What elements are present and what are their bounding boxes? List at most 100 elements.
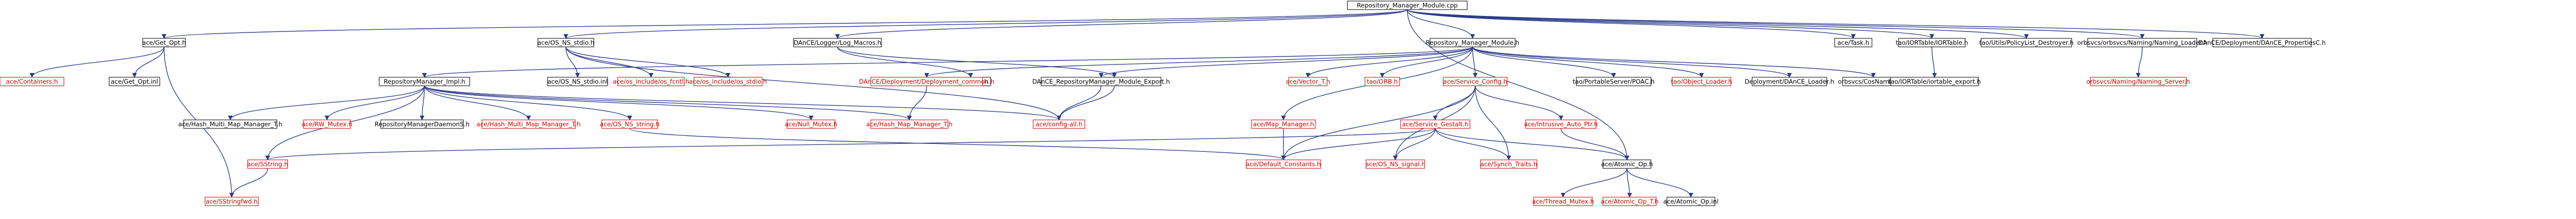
node-box[interactable] xyxy=(1246,159,1321,169)
node-stdio[interactable]: ace/os_include/os_stdio.h xyxy=(689,77,767,86)
node-properties[interactable]: DAnCE/Deployment/DAnCE_PropertiesC.h xyxy=(2198,38,2326,47)
node-box[interactable] xyxy=(1400,119,1470,129)
node-atomic_op_inl[interactable]: ace/Atomic_Op.inl xyxy=(1663,197,1719,206)
node-config_all[interactable]: ace/config-all.h xyxy=(1033,119,1085,129)
node-atomic_op[interactable]: ace/Atomic_Op.h xyxy=(1601,159,1653,169)
node-box[interactable] xyxy=(1480,159,1538,169)
node-atomic_op_t[interactable]: ace/Atomic_Op_T.h xyxy=(1601,197,1659,206)
node-label: RepositoryManager_Impl.h xyxy=(383,78,465,85)
node-box[interactable] xyxy=(1041,77,1162,86)
node-box[interactable] xyxy=(693,77,763,86)
node-box[interactable] xyxy=(1890,77,1979,86)
node-daemon[interactable]: RepositoryManagerDaemonS.h xyxy=(374,119,470,129)
node-box[interactable] xyxy=(1672,77,1731,86)
node-box[interactable] xyxy=(142,38,186,47)
node-label: tao/Utils/PolicyList_Destroyer.h xyxy=(1979,39,2073,46)
node-ace_task[interactable]: ace/Task.h xyxy=(1834,38,1872,47)
node-repo_module_h[interactable]: Repository_Manager_Module.h xyxy=(1426,38,1519,47)
node-box[interactable] xyxy=(379,77,470,86)
node-label: ace/os_include/os_fcntl.h xyxy=(613,78,690,85)
node-label: DAnCE/Deployment/DAnCE_PropertiesC.h xyxy=(2198,39,2326,46)
node-hash_map_mgr_red[interactable]: ace/Hash_Multi_Map_Manager_T.h xyxy=(477,119,581,129)
node-deployment_common[interactable]: DAnCE/Deployment/Deployment_common.h xyxy=(859,77,994,86)
node-synch_traits[interactable]: ace/Synch_Traits.h xyxy=(1480,159,1538,169)
node-box[interactable] xyxy=(1666,197,1715,206)
edge-logger_export-to-config_all xyxy=(1056,85,1115,120)
node-thread_mutex[interactable]: ace/Thread_Mutex.h xyxy=(1532,197,1594,206)
node-box[interactable] xyxy=(2090,77,2187,86)
node-default_constants[interactable]: ace/Default_Constants.h xyxy=(1246,159,1321,169)
node-log_macros[interactable]: DAnCE/Logger/Log_Macros.h xyxy=(793,38,882,47)
node-box[interactable] xyxy=(787,119,836,129)
node-vector_t[interactable]: ace/Vector_T.h xyxy=(1286,77,1330,86)
node-box[interactable] xyxy=(617,77,685,86)
node-iortable_export[interactable]: tao/IORTable/iortable_export.h xyxy=(1888,77,1981,86)
node-os_signal[interactable]: ace/OS_NS_signal.h xyxy=(1365,159,1426,169)
node-get_opt_inl[interactable]: ace/Get_Opt.inl xyxy=(109,77,160,86)
node-box[interactable] xyxy=(1365,159,1425,169)
node-box[interactable] xyxy=(1251,119,1316,129)
node-poa[interactable]: tao/PortableServer/POAC.h xyxy=(1573,77,1655,86)
node-sstring[interactable]: ace/SString.h xyxy=(247,159,288,169)
edge-repo_module_h-to-vector_t xyxy=(1305,46,1473,78)
node-os_stdio[interactable]: ace/OS_NS_stdio.h xyxy=(537,38,594,47)
node-box[interactable] xyxy=(380,119,464,129)
node-box[interactable] xyxy=(205,197,259,206)
node-box[interactable] xyxy=(1602,159,1651,169)
node-box[interactable] xyxy=(793,38,882,47)
node-box[interactable] xyxy=(109,77,160,86)
node-box[interactable] xyxy=(481,119,576,129)
node-box[interactable] xyxy=(1576,77,1651,86)
node-box[interactable] xyxy=(2087,38,2197,47)
node-box[interactable] xyxy=(303,119,351,129)
node-box[interactable] xyxy=(537,38,594,47)
node-box[interactable] xyxy=(1525,119,1597,129)
node-rw_mutex[interactable]: ace/RW_Mutex.h xyxy=(301,119,353,129)
node-naming_loader[interactable]: orbsvcs/orbsvcs/Naming/Naming_Loader.h xyxy=(2077,38,2207,47)
node-repo_module_export[interactable]: DAnCE_RepositoryManager_Module_Export.h xyxy=(1032,77,1170,86)
node-box[interactable] xyxy=(1347,1,1468,10)
edge-service_gestalt-to-default_constants xyxy=(1281,128,1436,160)
node-box[interactable] xyxy=(1898,38,1966,47)
node-naming_server[interactable]: orbsvcs/Naming/Naming_Server.h xyxy=(2087,77,2190,86)
node-get_opt[interactable]: ace/Get_Opt.h xyxy=(142,38,186,47)
node-box[interactable] xyxy=(547,77,608,86)
node-service_gestalt[interactable]: ace/Service_Gestalt.h xyxy=(1400,119,1470,129)
node-map_manager[interactable]: ace/Map_Manager.h xyxy=(1251,119,1316,129)
node-box[interactable] xyxy=(1288,77,1328,86)
node-box[interactable] xyxy=(1533,197,1593,206)
node-box[interactable] xyxy=(1752,77,1827,86)
edge-iortable-to-iortable_export xyxy=(1931,46,1937,78)
node-fcntl[interactable]: ace/os_include/os_fcntl.h xyxy=(613,77,690,86)
node-os_stdio_inl[interactable]: ace/OS_NS_stdio.inl xyxy=(547,77,608,86)
node-hash_map_mgr[interactable]: ace/Hash_Multi_Map_Manager_T.h xyxy=(178,119,283,129)
node-box[interactable] xyxy=(0,77,64,86)
node-repo_impl[interactable]: RepositoryManager_Impl.h xyxy=(379,77,470,86)
node-box[interactable] xyxy=(601,119,658,129)
node-dance_loader[interactable]: Deployment/DAnCE_Loader.h xyxy=(1745,77,1834,86)
node-box[interactable] xyxy=(1364,77,1400,86)
node-box[interactable] xyxy=(2212,38,2312,47)
node-os_string[interactable]: ace/OS_NS_string.h xyxy=(600,119,660,129)
node-policy_destroyer[interactable]: tao/Utils/PolicyList_Destroyer.h xyxy=(1979,38,2074,47)
node-box[interactable] xyxy=(1602,197,1657,206)
node-box[interactable] xyxy=(1981,38,2072,47)
node-box[interactable] xyxy=(1834,38,1872,47)
node-containers[interactable]: ace/Containers.h xyxy=(0,77,64,86)
node-iortable[interactable]: tao/IORTable/IORTable.h xyxy=(1896,38,1968,47)
node-intrusive_auto[interactable]: ace/Intrusive_Auto_Ptr.h xyxy=(1524,119,1598,129)
node-orb[interactable]: tao/ORB.h xyxy=(1364,77,1400,86)
node-root[interactable]: Repository_Manager_Module.cpp xyxy=(1347,1,1468,10)
node-box[interactable] xyxy=(870,77,983,86)
node-box[interactable] xyxy=(1033,119,1085,129)
node-hash_map_manager[interactable]: ace/Hash_Map_Manager_T.h xyxy=(866,119,953,129)
node-box[interactable] xyxy=(1429,38,1516,47)
node-box[interactable] xyxy=(247,159,288,169)
node-box[interactable] xyxy=(870,119,948,129)
node-null_mutex[interactable]: ace/Null_Mutex.h xyxy=(785,119,838,129)
node-object_loader[interactable]: tao/Object_Loader.h xyxy=(1671,77,1732,86)
node-sstringfwd[interactable]: ace/SStringfwd.h xyxy=(205,197,259,206)
node-box[interactable] xyxy=(1443,77,1508,86)
node-box[interactable] xyxy=(183,119,277,129)
node-service_config[interactable]: ace/Service_Config.h xyxy=(1443,77,1508,86)
